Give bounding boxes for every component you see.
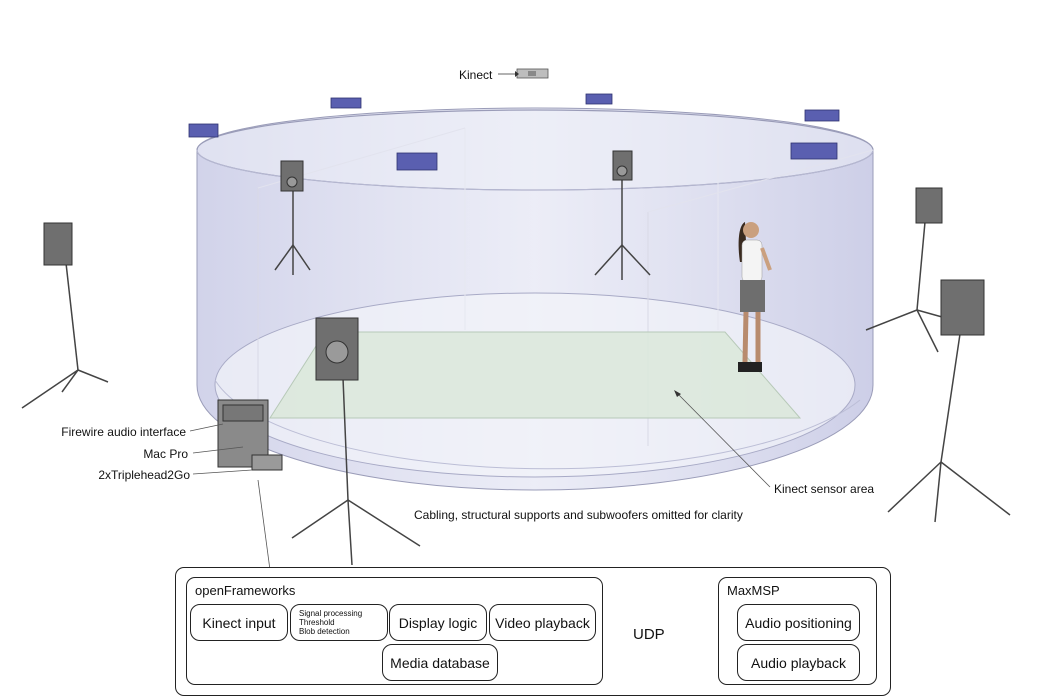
leader-lines: [189, 391, 771, 571]
person-figure: [738, 222, 772, 372]
speaker-stand-icons: [21, 180, 1011, 566]
omission-note: Cabling, structural supports and subwoof…: [414, 508, 743, 522]
equipment-rack: [217, 399, 283, 471]
audio-positioning-node: Audio positioning: [737, 604, 860, 641]
openframeworks-title: openFrameworks: [195, 583, 296, 598]
signal-processing-node: Signal processing Threshold Blob detecti…: [290, 604, 388, 641]
video-playback-node: Video playback: [489, 604, 596, 641]
mac-pro-label: Mac Pro: [143, 447, 188, 461]
signal-processing-line-3: Blob detection: [299, 627, 350, 636]
speaker-boxes: [43, 150, 985, 381]
kinect-label: Kinect: [459, 68, 493, 82]
maxmsp-title: MaxMSP: [727, 583, 780, 598]
sensor-area-label: Kinect sensor area: [774, 482, 875, 496]
kinect-icon: [498, 68, 549, 79]
display-logic-node: Display logic: [389, 604, 487, 641]
kinect-input-node: Kinect input: [190, 604, 288, 641]
triplehead-label: 2xTriplehead2Go: [98, 468, 190, 482]
udp-label: UDP: [633, 626, 665, 643]
signal-processing-line-2: Threshold: [299, 618, 335, 627]
kinect-sensor-floor: [269, 331, 802, 419]
firewire-label: Firewire audio interface: [61, 425, 186, 439]
sensor-arrow-head: [674, 390, 681, 397]
signal-processing-line-1: Signal processing: [299, 609, 363, 618]
audio-playback-node: Audio playback: [737, 644, 860, 681]
media-database-node: Media database: [382, 644, 498, 681]
projector-icons: [188, 93, 840, 171]
